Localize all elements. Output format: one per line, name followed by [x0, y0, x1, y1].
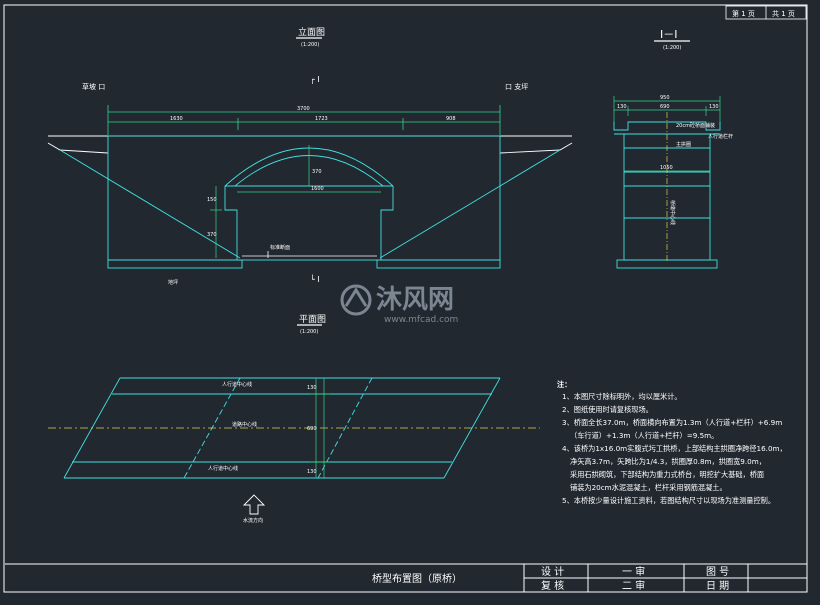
watermark: 沐风网 www.mfcad.com — [340, 284, 458, 325]
elevation-view: 立面图 (1:200) 草坡 口 口 支坪 ┌ I └ I 3700 1630 … — [47, 26, 573, 286]
page-header: 第 1 页 共 1 页 — [725, 5, 807, 20]
section-slab-label: 主拱圈 — [676, 141, 691, 148]
elevation-right-label: 口 支坪 — [505, 82, 528, 91]
plan-dim-c: 130 — [307, 469, 317, 475]
elevation-scale: (1:200) — [301, 42, 319, 48]
section-dim-w: 1050 — [660, 165, 673, 171]
dim-right: 908 — [446, 116, 456, 122]
note-line-4: （车行道）+1.3m（人行道+栏杆）=9.5m。 — [570, 431, 718, 440]
drawing-title: 桥型布置图（原桥） — [372, 572, 462, 585]
bridge-deck-outline — [47, 135, 573, 154]
note-line-8: 铺装为20cm水泥混凝土，栏杆采用钢筋混凝土。 — [570, 483, 727, 492]
section-dim-top: 950 — [660, 95, 670, 101]
dim-h2: 370 — [207, 232, 217, 238]
dim-rise: 370 — [312, 169, 322, 175]
watermark-url: www.mfcad.com — [384, 315, 458, 325]
note-line-6: 净矢高3.7m，矢跨比为1/4.3，拱圈厚0.8m，拱圈宽9.0m， — [570, 457, 766, 466]
flow-direction-arrow-icon — [242, 494, 266, 515]
page-total-label: 共 1 页 — [772, 9, 795, 18]
plan-title: 平面图 — [299, 314, 326, 325]
elevation-dimensions — [107, 105, 501, 135]
plan-dim-a: 130 — [307, 385, 317, 391]
section-railing-label: 人行道栏杆 — [708, 133, 733, 140]
date-label: 日 期 — [706, 580, 729, 592]
abutment-outline — [59, 135, 561, 269]
note-line-5: 4、该桥为1x16.0m实腹式圬工拱桥，上部结构主拱圈净跨径16.0m， — [562, 444, 787, 453]
section-title: I－I — [660, 28, 678, 41]
note-line-9: 5、本桥按少量设计施工资料，若图结构尺寸以现场为准测量控制。 — [562, 496, 775, 505]
section-scale: (1:200) — [663, 45, 681, 51]
watermark-brand: 沐风网 — [376, 285, 454, 315]
design-label: 设 计 — [541, 565, 564, 578]
note-line-7: 采用石拱砌筑，下部结构为重力式桥台，明挖扩大基础，桥面 — [570, 470, 764, 479]
section-dim-d1: 130 — [617, 104, 627, 110]
drawing-no-label: 图 号 — [706, 566, 729, 578]
elevation-left-label: 草坡 口 — [82, 82, 105, 91]
audit1-label: 一 审 — [622, 565, 645, 578]
plan-scale: (1:200) — [300, 329, 318, 335]
drawing-frame — [3, 4, 808, 593]
note-line-1: 1、本图尺寸除标明外，均以厘米计。 — [562, 392, 682, 401]
note-line-2: 2、图纸使用时请复核现场。 — [562, 405, 653, 414]
plan-top-label: 人行道中心线 — [222, 381, 252, 388]
section-deck-label: 20cm砼桥面铺装 — [676, 122, 715, 129]
plan-outline — [63, 377, 501, 479]
section-dim-d2: 690 — [660, 104, 670, 110]
elevation-small-note: 标准断面 — [270, 244, 290, 251]
title-block: 桥型布置图（原桥） 设 计 复 核 一 审 二 审 图 号 日 期 — [5, 563, 807, 592]
audit2-label: 二 审 — [622, 579, 645, 592]
section-view: I－I (1:200) 950 130 690 130 1050 20cm — [613, 28, 733, 269]
notes-block: 注： 1、本图尺寸除标明外，均以厘米计。 2、图纸使用时请复核现场。 3、桥面全… — [557, 380, 787, 505]
flow-direction-label: 水流方向 — [243, 517, 263, 524]
plan-view: 平面图 (1:200) 130 690 130 人行道中心线 道路中心线 人行道… — [48, 314, 540, 524]
section-mark-top: ┌ I — [310, 75, 320, 85]
arch-dimension-lines — [210, 145, 381, 258]
dim-span: 1600 — [311, 186, 324, 192]
ground-line — [242, 251, 377, 258]
notes-heading: 注： — [557, 380, 571, 389]
ground-label: 地坪 — [168, 279, 178, 286]
plan-dimensions — [310, 378, 330, 478]
page-number-label: 第 1 页 — [732, 9, 755, 18]
plan-center-label: 道路中心线 — [232, 421, 257, 428]
dim-mid: 1723 — [315, 116, 328, 122]
dim-total: 3700 — [297, 106, 310, 112]
section-mark-bottom: └ I — [310, 274, 320, 284]
section-dim-d3: 130 — [709, 104, 719, 110]
dim-left: 1630 — [170, 116, 183, 122]
section-center-label: 桥墩中心线 — [669, 200, 676, 225]
plan-bottom-label: 人行道中心线 — [208, 465, 238, 472]
dim-h1: 150 — [207, 197, 217, 203]
review-label: 复 核 — [541, 579, 564, 592]
note-line-3: 3、桥面全长37.0m，桥面横向布置为1.3m（人行道+栏杆）+6.9m — [562, 418, 782, 427]
plan-dim-b: 690 — [307, 426, 317, 432]
elevation-title: 立面图 — [298, 26, 325, 38]
